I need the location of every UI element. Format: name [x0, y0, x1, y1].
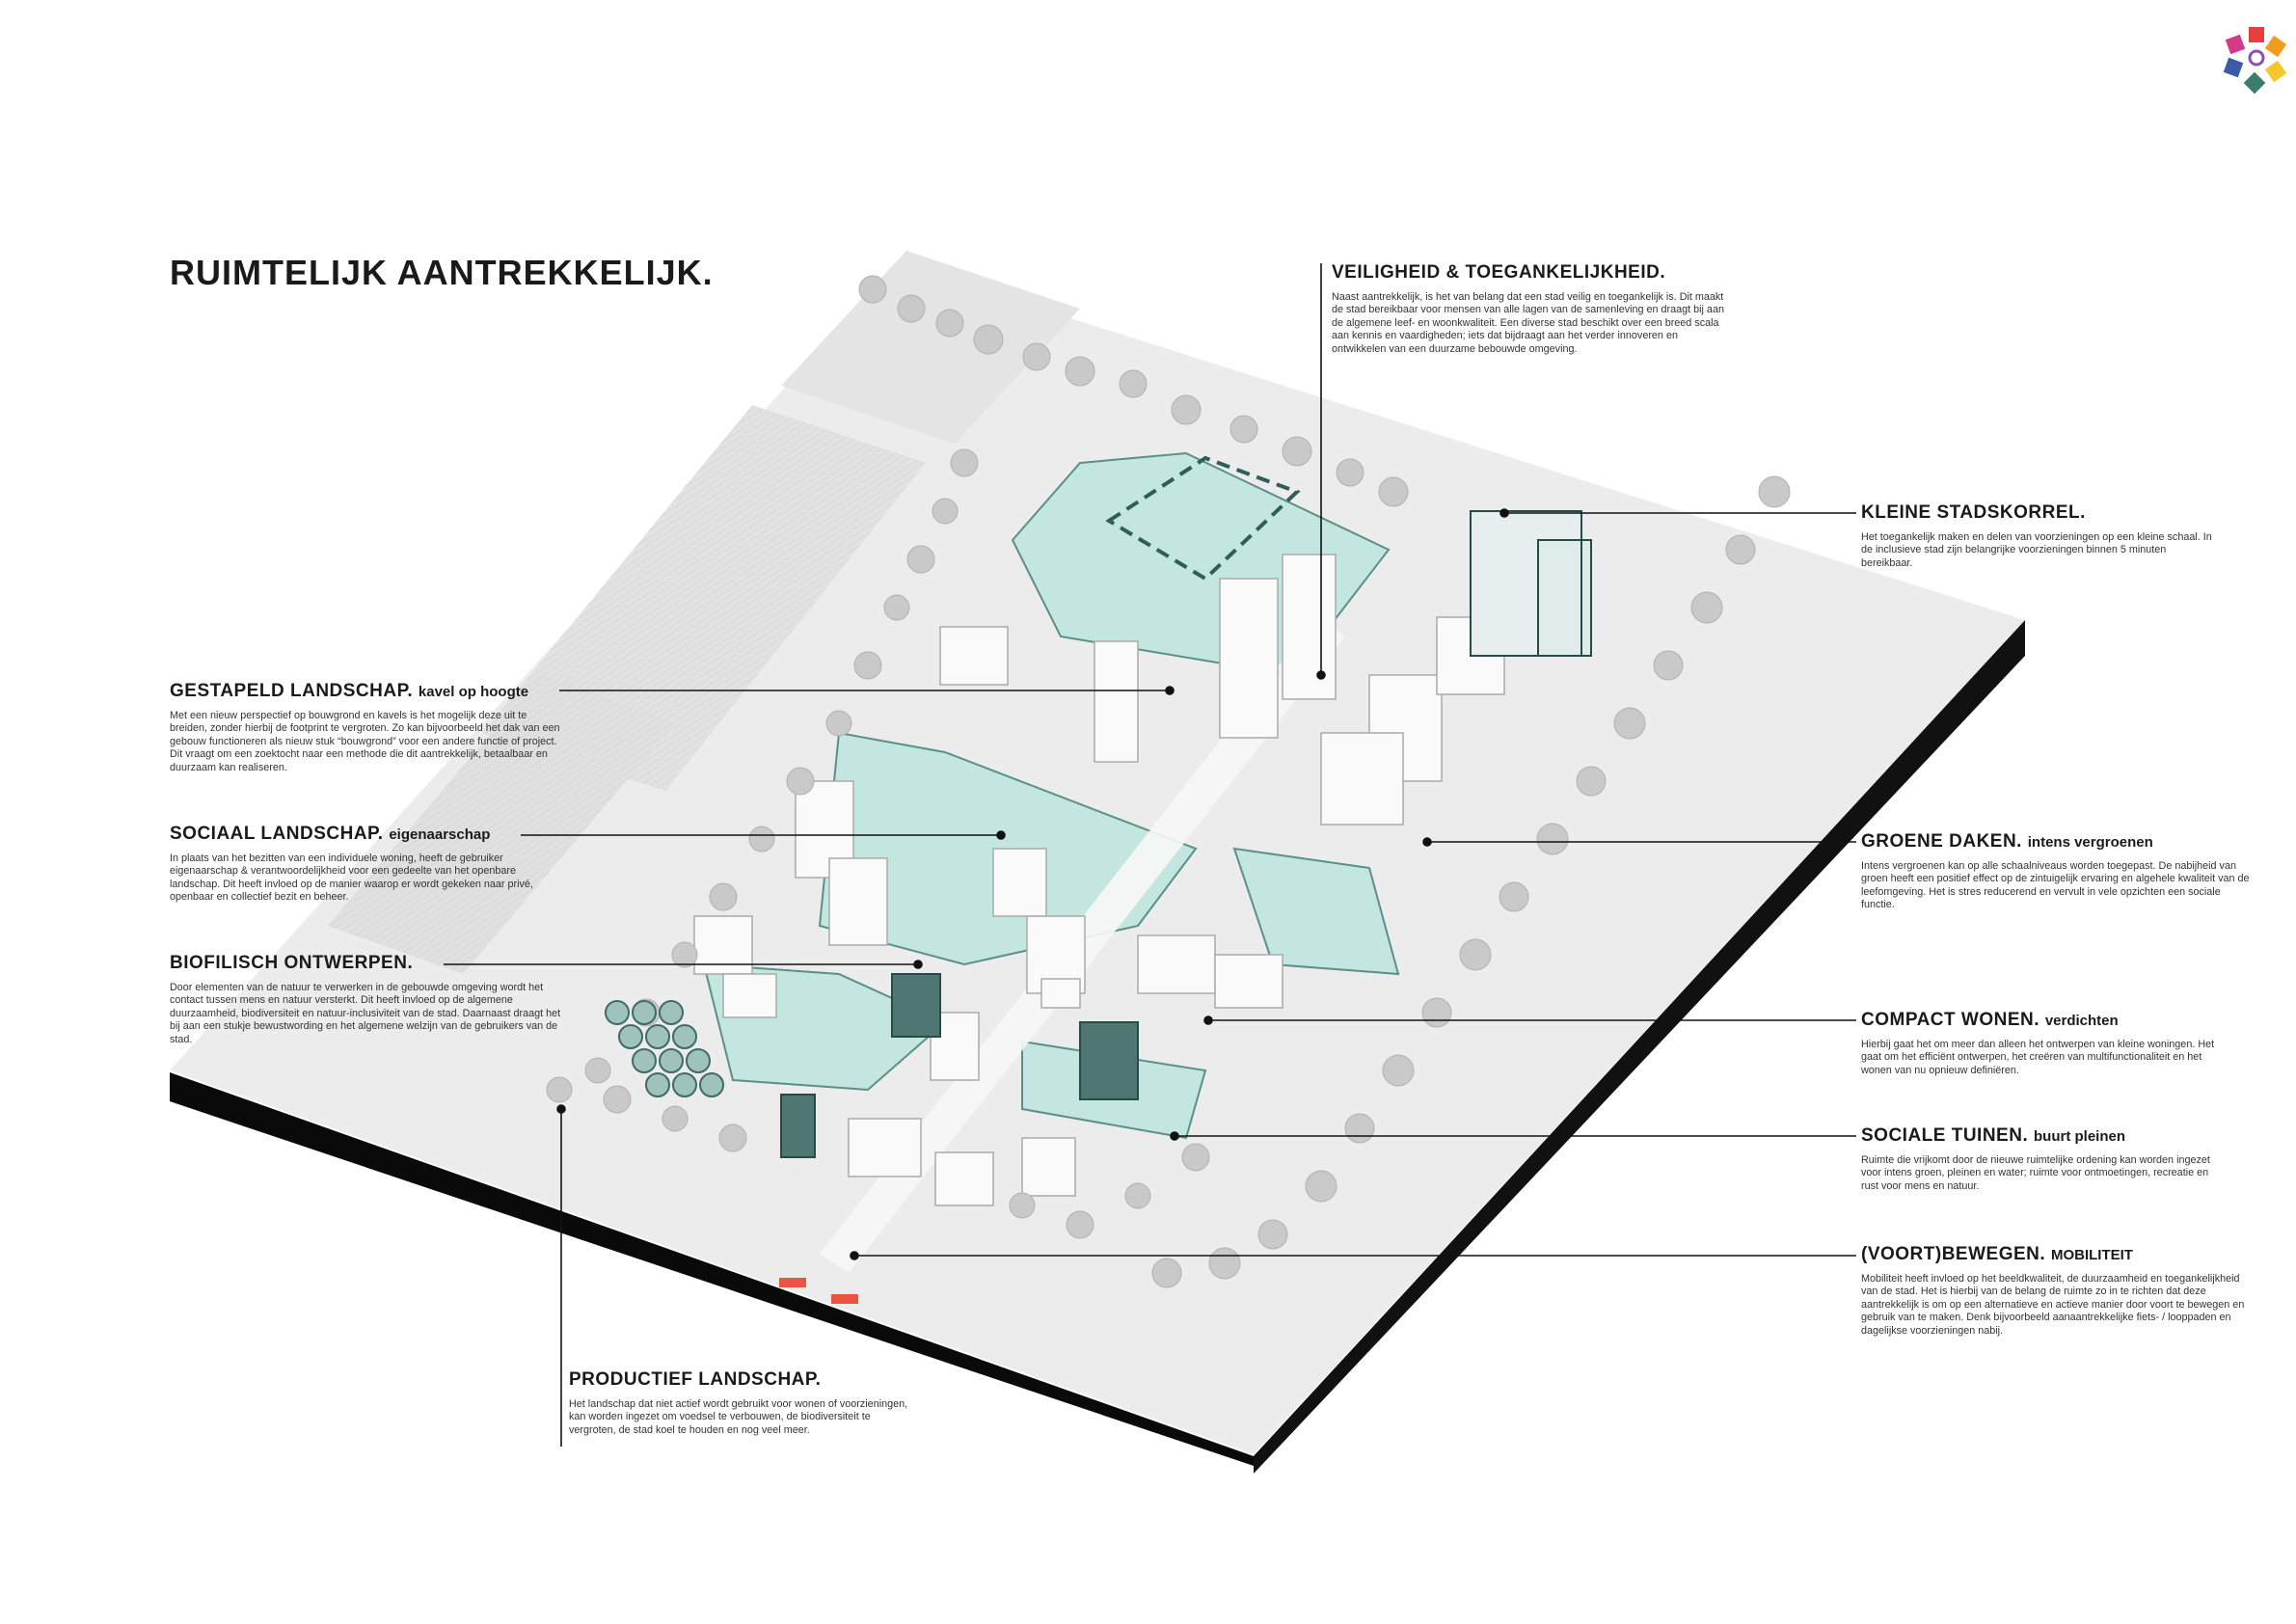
- annotation-heading: (VOORT)BEWEGEN. MOBILITEIT: [1861, 1244, 2133, 1264]
- featured-buildings: [780, 510, 1592, 1158]
- orchard-trees: [605, 1000, 724, 1097]
- annotation-body: Intens vergroenen kan op alle schaalnive…: [1861, 860, 2250, 911]
- annotation-heading: VEILIGHEID & TOEGANKELIJKHEID.: [1332, 262, 1666, 283]
- annotation-heading: KLEINE STADSKORREL.: [1861, 502, 2086, 523]
- agricultural-fields: [328, 251, 1080, 974]
- bike-parking-icon: [779, 1278, 858, 1304]
- annotation-veiligheid: VEILIGHEID & TOEGANKELIJKHEID. Naast aan…: [1332, 262, 1727, 356]
- annotation-gestapeld: GESTAPELD LANDSCHAP. kavel op hoogte Met…: [170, 681, 565, 774]
- annotation-body: Ruimte die vrijkomt door de nieuwe ruimt…: [1861, 1154, 2210, 1192]
- annotation-body: Met een nieuw perspectief op bouwgrond e…: [170, 710, 560, 773]
- annotation-heading: GROENE DAKEN. intens vergroenen: [1861, 831, 2153, 852]
- annotation-stadskorrel: KLEINE STADSKORREL. Het toegankelijk mak…: [1861, 502, 2218, 570]
- annotation-heading: PRODUCTIEF LANDSCHAP.: [569, 1369, 822, 1390]
- trees: [546, 275, 1791, 1288]
- annotation-bewegen: (VOORT)BEWEGEN. MOBILITEIT Mobiliteit he…: [1861, 1244, 2256, 1338]
- annotation-heading: COMPACT WONEN. verdichten: [1861, 1010, 2119, 1030]
- annotation-groene: GROENE DAKEN. intens vergroenen Intens v…: [1861, 831, 2256, 912]
- annotation-body: Het toegankelijk maken en delen van voor…: [1861, 531, 2212, 569]
- base-slab: [170, 620, 2025, 1474]
- annotation-body: Het landschap dat niet actief wordt gebr…: [569, 1398, 908, 1436]
- annotation-heading: SOCIALE TUINEN. buurt pleinen: [1861, 1125, 2126, 1146]
- open-square-dashed: [1105, 455, 1301, 582]
- leader-lines: [444, 263, 1856, 1447]
- annotation-heading: SOCIAAL LANDSCHAP. eigenaarschap: [170, 824, 491, 844]
- annotation-compact: COMPACT WONEN. verdichten Hierbij gaat h…: [1861, 1010, 2228, 1077]
- annotation-heading: GESTAPELD LANDSCHAP. kavel op hoogte: [170, 681, 529, 701]
- annotation-heading: BIOFILISCH ONTWERPEN.: [170, 953, 414, 973]
- brand-logo-icon: [2223, 27, 2287, 95]
- annotation-body: Mobiliteit heeft invloed op het beeldkwa…: [1861, 1273, 2245, 1337]
- annotation-tuinen: SOCIALE TUINEN. buurt pleinen Ruimte die…: [1861, 1125, 2228, 1193]
- annotation-body: Naast aantrekkelijk, is het van belang d…: [1332, 291, 1724, 355]
- annotation-body: Door elementen van de natuur te verwerke…: [170, 982, 561, 1045]
- annotation-body: Hierbij gaat het om meer dan alleen het …: [1861, 1039, 2215, 1076]
- annotation-biofilisch: BIOFILISCH ONTWERPEN. Door elementen van…: [170, 953, 565, 1046]
- annotation-body: In plaats van het bezitten van een indiv…: [170, 853, 533, 904]
- annotation-productief: PRODUCTIEF LANDSCHAP. Het landschap dat …: [569, 1369, 916, 1437]
- annotation-sociaal: SOCIAAL LANDSCHAP. eigenaarschap In plaa…: [170, 824, 565, 905]
- page-title: RUIMTELIJK AANTREKKELIJK.: [170, 253, 714, 292]
